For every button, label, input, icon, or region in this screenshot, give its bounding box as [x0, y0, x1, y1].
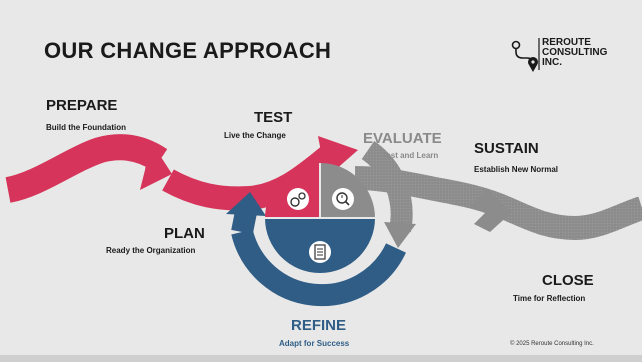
- refine-title: REFINE: [291, 317, 347, 334]
- sustain-subtitle: Establish New Normal: [474, 165, 559, 174]
- logo-line-3: INC.: [542, 57, 562, 68]
- prepare-subtitle: Build the Foundation: [46, 123, 126, 132]
- plan-title: PLAN: [164, 225, 205, 242]
- prepare-title: PREPARE: [46, 97, 118, 114]
- sustain-title: SUSTAIN: [474, 140, 539, 157]
- evaluate-arrowhead: [384, 222, 416, 248]
- logo-line-2: CONSULTING: [542, 47, 608, 58]
- test-subtitle: Live the Change: [224, 131, 286, 140]
- route-pin-icon: [511, 38, 540, 72]
- close-subtitle: Time for Reflection: [513, 294, 586, 303]
- red-wave-band-1: [5, 134, 168, 203]
- checklist-icon: [309, 241, 331, 263]
- refine-subtitle: Adapt for Success: [279, 339, 350, 348]
- logo-text: REROUTE CONSULTING INC.: [542, 38, 622, 68]
- bottom-bar: [0, 355, 642, 362]
- page-title: OUR CHANGE APPROACH: [44, 38, 332, 63]
- prepare-arrowhead: [140, 140, 172, 190]
- evaluate-title: EVALUATE: [363, 130, 442, 147]
- evaluate-subtitle: Test and Learn: [382, 151, 439, 160]
- test-title: TEST: [254, 109, 293, 126]
- refine-arrowhead: [226, 192, 266, 216]
- close-title: CLOSE: [542, 272, 594, 289]
- copyright-notice: © 2025 Reroute Consulting Inc.: [510, 341, 594, 347]
- plan-subtitle: Ready the Organization: [106, 246, 196, 255]
- gears-icon: [287, 188, 309, 210]
- refine-arc-up: [231, 209, 257, 235]
- magnifier-clock-icon: [332, 188, 354, 210]
- refine-arc: [231, 229, 406, 307]
- logo-line-1: REROUTE: [542, 37, 591, 48]
- sustain-arrowhead: [470, 188, 512, 232]
